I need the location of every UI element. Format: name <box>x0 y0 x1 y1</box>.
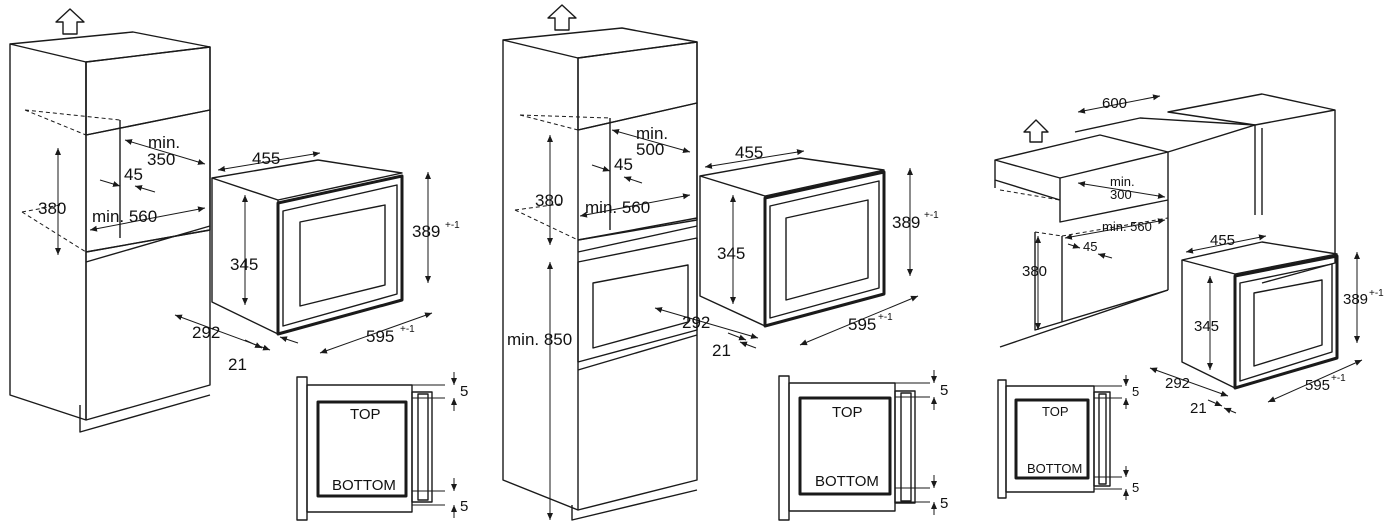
dim-595-tol: +-1 <box>1331 373 1346 384</box>
dim-45-label: 45 <box>614 155 633 174</box>
detail-bottom-label: BOTTOM <box>815 473 879 490</box>
detail-view-2: TOP BOTTOM 5 5 <box>778 370 948 521</box>
detail-gap-bottom: 5 <box>1132 480 1139 495</box>
dim-min560-label: min. 560 <box>92 207 157 226</box>
dim-455-label: 455 <box>252 149 280 168</box>
dim-595-label: 595 <box>366 327 394 346</box>
detail-view-1: TOP BOTTOM 5 5 <box>296 372 468 521</box>
dim-min-label: min. <box>636 124 668 143</box>
dim-min560-label: min. 560 <box>1102 219 1152 234</box>
dim-455-label: 455 <box>1210 232 1235 249</box>
dim-min560-label: min. 560 <box>585 198 650 217</box>
detail-bottom-label: BOTTOM <box>332 477 396 494</box>
detail-gap-bottom: 5 <box>460 498 468 515</box>
dim-595-tol: +-1 <box>878 312 893 323</box>
dim-45-label: 45 <box>1083 239 1097 254</box>
dim-min-label: min. <box>148 133 180 152</box>
up-arrow-icon <box>547 4 577 31</box>
dim-300-label: 300 <box>1110 187 1132 202</box>
dim-389-tol: +-1 <box>1369 288 1384 299</box>
dim-380-label: 380 <box>535 191 563 210</box>
cabinet-diagram-2: min. 500 45 380 min. 560 min. 850 455 34… <box>502 4 948 521</box>
dim-292-label: 292 <box>682 313 710 332</box>
up-arrow-icon <box>55 8 85 35</box>
dim-595-tol: +-1 <box>400 324 415 335</box>
dim-380-label: 380 <box>1022 263 1047 280</box>
dim-380-label: 380 <box>38 199 66 218</box>
dim-292-label: 292 <box>192 323 220 342</box>
detail-top-label: TOP <box>350 406 381 423</box>
detail-top-label: TOP <box>832 404 863 421</box>
dim-min850-label: min. 850 <box>507 330 572 349</box>
cabinet-diagram-1: min. 350 45 380 min. 560 455 345 389 +-1… <box>9 8 468 521</box>
dim-292-label: 292 <box>1165 375 1190 392</box>
dim-45-label: 45 <box>124 165 143 184</box>
cabinet-diagram-3: 600 min. 300 min. 560 45 380 455 345 389… <box>994 93 1384 500</box>
dim-389-label: 389 <box>892 213 920 232</box>
dim-345-label: 345 <box>230 255 258 274</box>
dim-21-label: 21 <box>228 355 247 374</box>
dim-595-label: 595 <box>848 315 876 334</box>
dim-500-label: 500 <box>636 140 664 159</box>
detail-bottom-label: BOTTOM <box>1027 461 1082 476</box>
dim-389-label: 389 <box>1343 291 1368 308</box>
detail-gap-top: 5 <box>1132 384 1139 399</box>
detail-gap-top: 5 <box>460 383 468 400</box>
dim-389-tol: +-1 <box>445 220 460 231</box>
dim-min-label: min. <box>1110 174 1135 189</box>
detail-gap-top: 5 <box>940 382 948 399</box>
dim-345-label: 345 <box>717 244 745 263</box>
detail-top-label: TOP <box>1042 404 1069 419</box>
dim-21-label: 21 <box>1190 400 1207 417</box>
dim-350-label: 350 <box>147 150 175 169</box>
up-arrow-icon <box>1023 119 1049 143</box>
dim-345-label: 345 <box>1194 318 1219 335</box>
oven-2: 455 345 389 +-1 292 21 595 +-1 <box>654 143 939 360</box>
oven-1: 455 345 389 +-1 292 21 595 +-1 <box>174 149 460 374</box>
detail-gap-bottom: 5 <box>940 495 948 512</box>
dim-455-label: 455 <box>735 143 763 162</box>
dim-600-label: 600 <box>1102 95 1127 112</box>
dim-389-label: 389 <box>412 222 440 241</box>
oven-3: 455 345 389 +-1 292 21 595 +-1 <box>1149 232 1384 417</box>
dim-595-label: 595 <box>1305 377 1330 394</box>
dim-389-tol: +-1 <box>924 210 939 221</box>
detail-view-3: TOP BOTTOM 5 5 <box>997 375 1139 500</box>
dim-21-label: 21 <box>712 341 731 360</box>
